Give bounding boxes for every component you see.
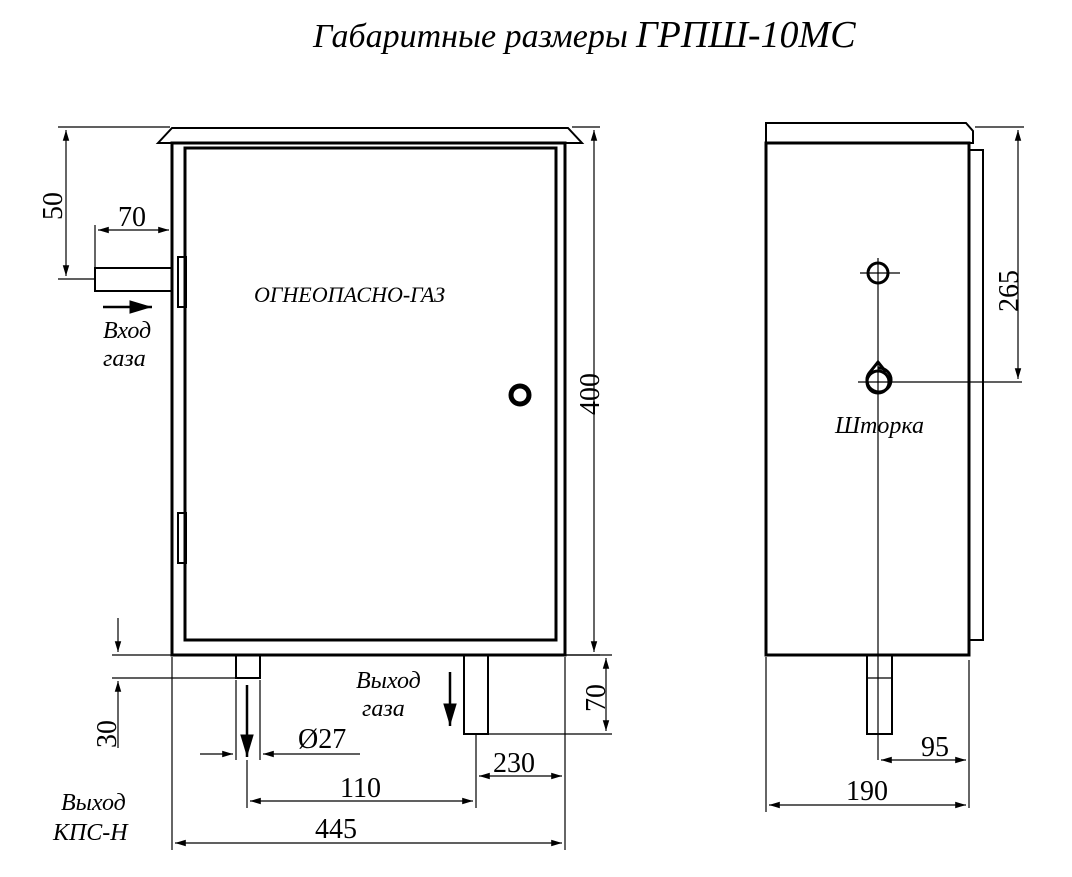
- front-view: ОГНЕОПАСНО-ГАЗ Вход газа Выход газа Выхо…: [52, 127, 585, 846]
- inlet-label-line1: Вход: [103, 318, 151, 344]
- side-dimensions: 265 95 190: [765, 126, 1025, 812]
- dim-110: 110: [340, 773, 381, 804]
- gas-outlet-pipe: [463, 654, 489, 735]
- lock-icon: [508, 383, 532, 407]
- outlet-label-line2: газа: [362, 696, 405, 722]
- side-view: Шторка: [764, 122, 1022, 760]
- dim-50: 50: [38, 192, 69, 220]
- dim-445: 445: [315, 814, 357, 845]
- side-cabinet: [764, 141, 971, 657]
- door-warning-text: ОГНЕОПАСНО-ГАЗ: [254, 282, 445, 307]
- dim-70-top: 70: [118, 202, 146, 233]
- dim-30: 30: [92, 720, 123, 748]
- front-dimensions: 50 70 400 30 Ø27 70 230 110: [38, 126, 612, 850]
- dim-265: 265: [994, 270, 1025, 312]
- dim-400: 400: [575, 373, 606, 415]
- dim-95: 95: [921, 732, 949, 763]
- dim-70-bottom: 70: [581, 684, 612, 712]
- hinge-bottom: [177, 512, 187, 564]
- dim-230: 230: [493, 748, 535, 779]
- front-roof: [155, 127, 585, 144]
- dim-27: Ø27: [298, 724, 346, 755]
- kps-outlet-pipe: [235, 654, 261, 679]
- outlet-label-line1: Выход: [356, 668, 421, 694]
- shutter-label: Шторка: [834, 413, 924, 439]
- side-outlet-pipe: [866, 654, 893, 735]
- side-roof: [765, 122, 974, 144]
- kps-label-line2: КПС-Н: [52, 820, 129, 846]
- inlet-pipe: [94, 267, 173, 292]
- front-cabinet: [170, 141, 567, 657]
- hinge-top: [177, 256, 187, 308]
- title-label: Габаритные размеры: [312, 18, 628, 55]
- kps-label-line1: Выход: [61, 790, 126, 816]
- side-door-edge: [968, 149, 984, 641]
- title-model: ГРПШ-10МС: [635, 14, 856, 56]
- dim-190: 190: [846, 776, 888, 807]
- front-door: [183, 146, 558, 642]
- inlet-label-line2: газа: [103, 346, 146, 372]
